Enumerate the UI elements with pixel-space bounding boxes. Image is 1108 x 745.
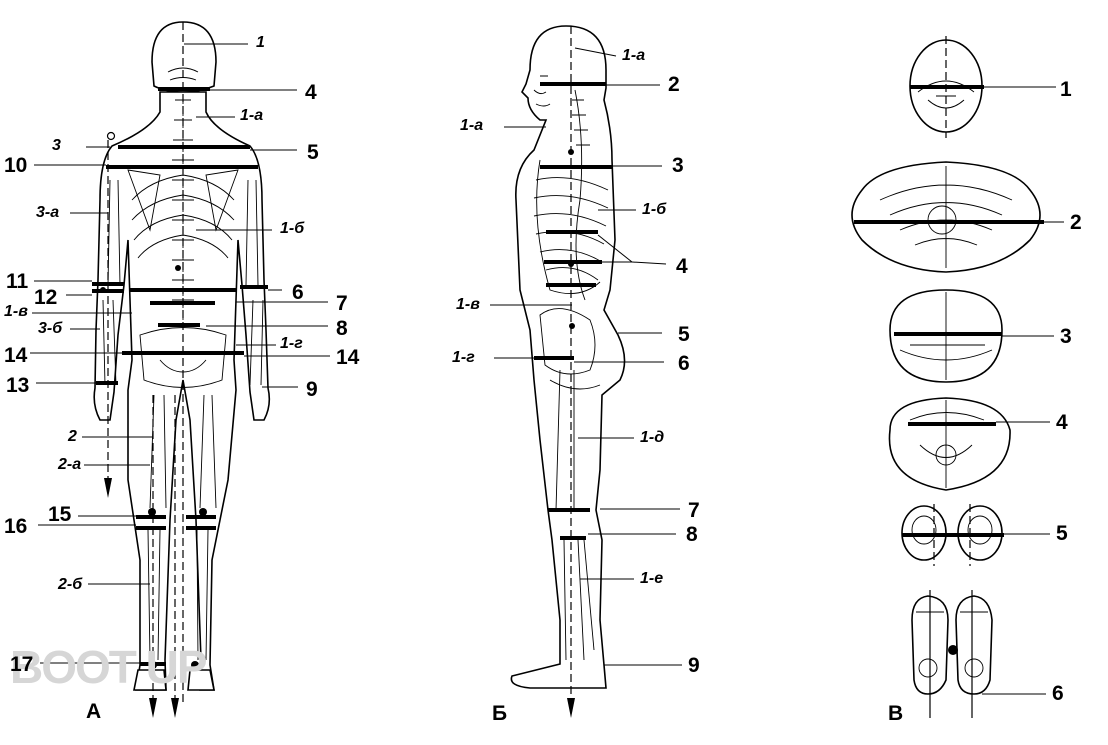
label-b-1e: 1-е (640, 570, 664, 587)
label-b-1b: 1-б (642, 201, 667, 218)
label-a-13: 13 (6, 374, 30, 397)
label-b-5: 5 (678, 323, 690, 346)
panel-label-b: Б (492, 702, 508, 725)
label-b-4: 4 (676, 255, 688, 278)
label-c-1: 1 (1060, 78, 1072, 101)
figure-rear-view (30, 21, 330, 718)
label-c-5: 5 (1056, 522, 1068, 545)
label-a-11: 11 (6, 270, 29, 293)
label-a-10: 10 (4, 154, 28, 177)
label-b-9: 9 (688, 654, 700, 677)
label-a-1: 1 (256, 34, 265, 51)
label-a-7: 7 (336, 292, 348, 315)
panel-label-a: А (86, 700, 102, 723)
label-a-2b: 2-б (58, 576, 83, 593)
label-a-2: 2 (68, 428, 77, 445)
label-a-17: 17 (10, 653, 34, 676)
label-b-1g: 1-г (452, 349, 475, 366)
label-b-8: 8 (686, 523, 698, 546)
label-a-9: 9 (306, 378, 318, 401)
label-a-14-left: 14 (4, 344, 28, 367)
label-c-6: 6 (1052, 682, 1064, 705)
figure-side-view (490, 25, 682, 718)
label-b-1a: 1-а (460, 117, 484, 134)
label-c-2: 2 (1070, 211, 1082, 234)
label-b-2: 2 (668, 73, 680, 96)
label-a-3a: 3-а (36, 204, 60, 221)
label-a-1v: 1-в (4, 303, 28, 320)
label-b-1d: 1-д (640, 429, 665, 446)
label-b-3: 3 (672, 154, 684, 177)
label-a-6: 6 (292, 281, 304, 304)
label-b-1v: 1-в (456, 296, 480, 313)
panel-label-c: В (888, 702, 904, 725)
label-a-3: 3 (52, 137, 61, 154)
label-a-5: 5 (307, 141, 319, 164)
label-a-8: 8 (336, 317, 348, 340)
label-a-15: 15 (48, 503, 72, 526)
label-b-1a-top: 1-а (622, 47, 646, 64)
label-c-3: 3 (1060, 325, 1072, 348)
label-a-4: 4 (305, 81, 317, 104)
label-a-12: 12 (34, 286, 58, 309)
watermark-logo: BOOT UP (10, 641, 208, 693)
label-a-1g: 1-г (280, 335, 303, 352)
label-a-3b: 3-б (38, 320, 63, 337)
label-a-1a: 1-а (240, 107, 264, 124)
label-b-7: 7 (688, 499, 700, 522)
label-a-16: 16 (4, 515, 28, 538)
label-b-6: 6 (678, 352, 690, 375)
label-a-14-right: 14 (336, 346, 360, 369)
cross-sections (851, 36, 1064, 718)
label-a-2a: 2-а (58, 456, 82, 473)
label-a-1b: 1-б (280, 220, 305, 237)
label-c-4: 4 (1056, 411, 1068, 434)
